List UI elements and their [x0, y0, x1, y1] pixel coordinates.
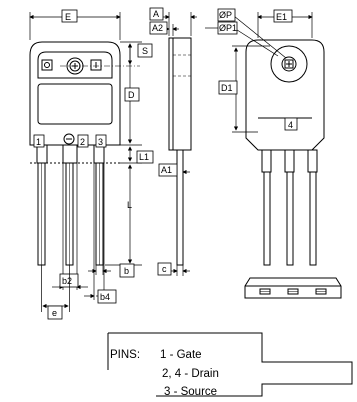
logo-circle: [63, 133, 75, 145]
dim-b4: b4: [100, 292, 110, 302]
back-view: [245, 39, 325, 266]
front-mold-cavity: [37, 83, 113, 125]
dim-L: L: [127, 200, 132, 210]
pin-number-2: 2: [80, 137, 85, 147]
dim-P1: ØP1: [219, 23, 237, 33]
dim-D1: D1: [221, 83, 233, 93]
back-mounting-hole: [281, 56, 297, 72]
dim-L1: L1: [139, 152, 149, 162]
back-body-outline: [245, 39, 325, 151]
pin-table-source: 3 - Source: [164, 386, 217, 398]
front-mark-right: [90, 59, 102, 71]
back-heatsink-ring: [270, 45, 308, 83]
dim-c: c: [162, 264, 167, 274]
dim-P: ØP: [219, 10, 232, 20]
dim-e: e: [52, 308, 57, 318]
side-lead: [176, 149, 184, 266]
side-view: [168, 37, 192, 266]
pin-table-prefix: PINS:: [110, 349, 140, 361]
pin-number-4: 4: [288, 120, 293, 130]
dim-b: b: [124, 266, 129, 276]
dim-S: S: [142, 46, 148, 56]
front-view: [29, 41, 140, 266]
pin-table-drain: 2, 4 - Drain: [162, 368, 219, 380]
pin-number-3: 3: [98, 137, 103, 147]
front-mark-left: [41, 59, 53, 71]
bottom-view: [244, 277, 342, 299]
pin-table-gate: 1 - Gate: [160, 349, 202, 361]
pin-number-1: 1: [36, 137, 41, 147]
dim-E1: E1: [276, 12, 287, 22]
front-body-outline: [29, 41, 121, 146]
dim-A1: A1: [161, 165, 172, 175]
dim-D: D: [128, 90, 135, 100]
pin-assignment-graphic: [107, 332, 353, 397]
dim-b2: b2: [62, 276, 72, 286]
front-tab-window: [37, 51, 113, 79]
dim-E: E: [65, 12, 71, 22]
dim-A2: A2: [152, 23, 163, 33]
dim-A: A: [153, 9, 159, 19]
